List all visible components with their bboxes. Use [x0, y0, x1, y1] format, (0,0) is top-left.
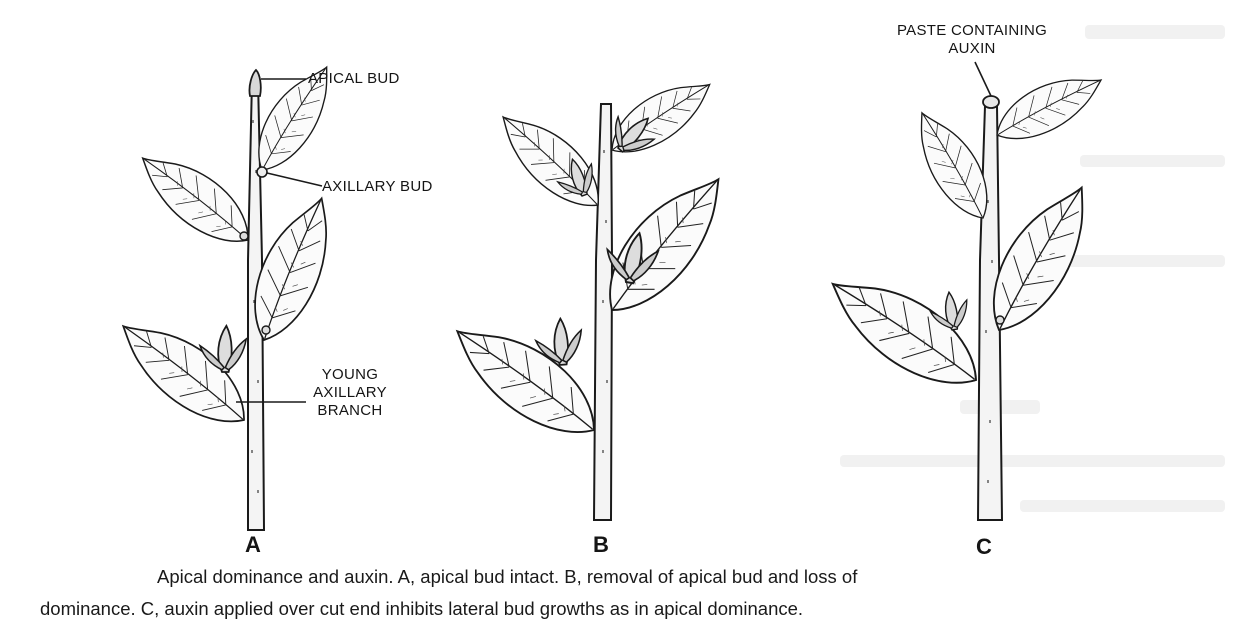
paste-containing-auxin-label: PASTE CONTAINING AUXIN	[862, 22, 1082, 58]
axillary-bud-pointer	[267, 173, 322, 186]
plant-b-stem	[594, 104, 612, 520]
axillary-bud-label: AXILLARY BUD	[322, 178, 433, 196]
paste-label-line1: PASTE CONTAINING	[862, 22, 1082, 40]
young-axillary-branch-label: YOUNG AXILLARY BRANCH	[300, 366, 400, 420]
plant-c	[814, 65, 1114, 520]
plant-b	[437, 70, 746, 520]
young-axillary-branch-line1: YOUNG	[300, 366, 400, 384]
young-axillary-branch-line3: BRANCH	[300, 402, 400, 420]
young-axillary-branch-line2: AXILLARY	[300, 384, 400, 402]
plant-c-auxin-paste	[983, 96, 999, 108]
caption-line-1: Apical dominance and auxin. A, apical bu…	[157, 566, 857, 588]
caption-line-2: dominance. C, auxin applied over cut end…	[40, 598, 803, 620]
panel-label-c: C	[976, 534, 992, 560]
paste-label-line2: AUXIN	[862, 40, 1082, 58]
plant-a	[104, 57, 354, 530]
paste-auxin-pointer	[975, 62, 991, 96]
panel-label-b: B	[593, 532, 609, 558]
plant-a-apical-bud	[249, 70, 260, 96]
panel-label-a: A	[245, 532, 261, 558]
apical-bud-label: APICAL BUD	[308, 70, 400, 88]
plant-a-axillary-bud	[257, 167, 267, 177]
